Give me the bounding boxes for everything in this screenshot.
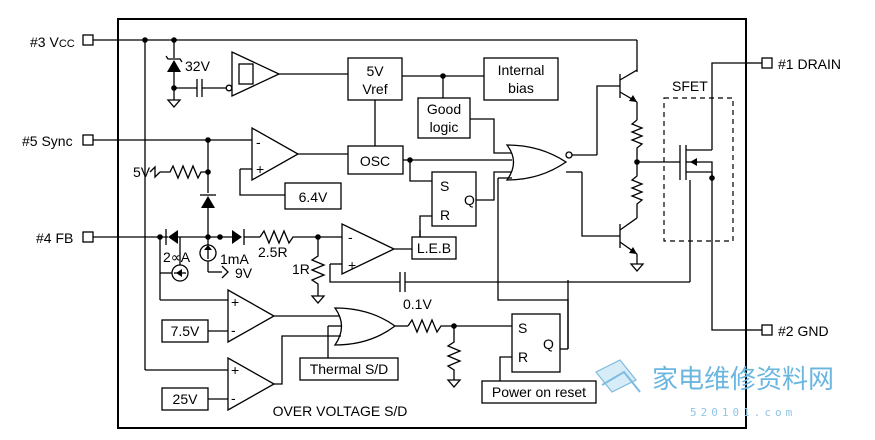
sync-pullup: 5V: [133, 164, 208, 180]
res-1r: 1R: [292, 237, 326, 304]
pin-fb: #4 FB: [36, 230, 118, 246]
zener-diode: 32V: [165, 40, 211, 108]
pin-vcc-label: #3 V: [30, 34, 59, 50]
ref-6v4-label: 6.4V: [299, 189, 328, 205]
upper-transistor: [596, 69, 638, 155]
sr-latch-leb: S R Q: [431, 171, 477, 227]
watermark-sub: 520101.com: [690, 406, 796, 419]
osc-label: OSC: [360, 153, 390, 169]
ovp-comparator-75v: + - 7.5V: [161, 288, 276, 344]
osc-block: OSC: [347, 145, 404, 175]
current-2a-label: 2∝A: [163, 249, 191, 265]
sr-latch-ovp: S R Q: [511, 313, 561, 373]
thermal-block: Thermal S/D: [299, 357, 399, 381]
sync-5v-label: 5V: [133, 164, 151, 180]
sync-comp-minus: -: [256, 134, 261, 150]
watermark-logo: [595, 359, 641, 393]
ref-75v-label: 7.5V: [171, 323, 200, 339]
fb-diode-2: [232, 229, 245, 245]
current-source-1ma: 1mA 9V: [199, 237, 253, 281]
v9-label: 9V: [235, 265, 253, 281]
pin-vcc-sub: CC: [59, 38, 75, 50]
pin-gnd-label: #2 GND: [778, 323, 829, 339]
current-source-2a: 2∝A: [160, 237, 191, 282]
pin-fb-label: #4 FB: [36, 230, 73, 246]
ovp25-plus: +: [231, 362, 239, 378]
fb-diode-1: [165, 229, 178, 245]
ovp-comparator-25v: + - 25V: [161, 356, 276, 412]
lower-transistor: [581, 172, 645, 272]
leb-comparator: - + 0.1V: [329, 222, 690, 312]
pin-sync: #5 Sync: [22, 133, 118, 149]
ovp75-minus: -: [231, 322, 236, 338]
pin-gnd: #2 GND: [746, 323, 829, 339]
vref-block: 5V Vref: [347, 57, 403, 101]
good-logic-block: Good logic: [417, 97, 471, 139]
latch1-q: Q: [464, 192, 475, 208]
watermark: 家电维修资料网 520101.com: [595, 359, 834, 419]
leb-comp-minus: -: [348, 229, 353, 245]
sync-comp-plus: +: [256, 161, 264, 177]
res-2-5r: 2.5R: [258, 229, 342, 260]
sfet-block: SFET: [663, 62, 746, 331]
leb-comp-plus: +: [348, 257, 356, 273]
zener-label: 32V: [185, 58, 211, 74]
latch2-s: S: [518, 320, 527, 336]
ref-6v4-box: [284, 182, 342, 210]
latch2-q: Q: [543, 336, 554, 352]
current-1ma-label: 1mA: [220, 251, 249, 267]
internal-bias-line1: Internal: [498, 62, 545, 78]
pin-drain: #1 DRAIN: [746, 56, 841, 72]
leb-label: L.E.B: [417, 240, 451, 256]
pin-vcc: #3 VCC: [30, 34, 118, 50]
ovp-label: OVER VOLTAGE S/D: [273, 403, 408, 419]
latch1-s: S: [440, 178, 449, 194]
ovp75-plus: +: [231, 294, 239, 310]
thermal-label: Thermal S/D: [310, 361, 389, 377]
ref-25v-label: 25V: [173, 391, 199, 407]
drive-gate: [505, 144, 573, 181]
vref-line2: Vref: [362, 81, 387, 97]
internal-bias-line2: bias: [508, 80, 534, 96]
leb-block: L.E.B: [411, 236, 457, 260]
schmitt-buffer: [225, 50, 348, 98]
por-block: Power on reset: [481, 380, 597, 404]
pin-drain-label: #1 DRAIN: [778, 56, 841, 72]
sync-comparator: - +: [251, 126, 300, 182]
ic-outline: [117, 18, 747, 429]
latch2-r: R: [518, 349, 528, 365]
good-logic-line1: Good: [427, 101, 461, 117]
sfet-label: SFET: [672, 78, 708, 94]
ovp-or-gate: [333, 307, 397, 346]
sync-diode: [200, 194, 216, 237]
res-25r-label: 2.5R: [258, 244, 288, 260]
latch1-r: R: [440, 207, 450, 223]
watermark-text: 家电维修资料网: [652, 365, 834, 395]
svg-text:#3 VCC: #3 VCC: [30, 34, 75, 50]
por-label: Power on reset: [492, 384, 586, 400]
v01-label: 0.1V: [403, 296, 432, 312]
internal-bias-block: Internal bias: [483, 57, 559, 101]
pin-sync-label: #5 Sync: [22, 133, 73, 149]
ovp25-minus: -: [231, 390, 236, 406]
vref-line1: 5V: [366, 63, 384, 79]
res-1r-label: 1R: [292, 261, 310, 277]
good-logic-line2: logic: [430, 119, 459, 135]
